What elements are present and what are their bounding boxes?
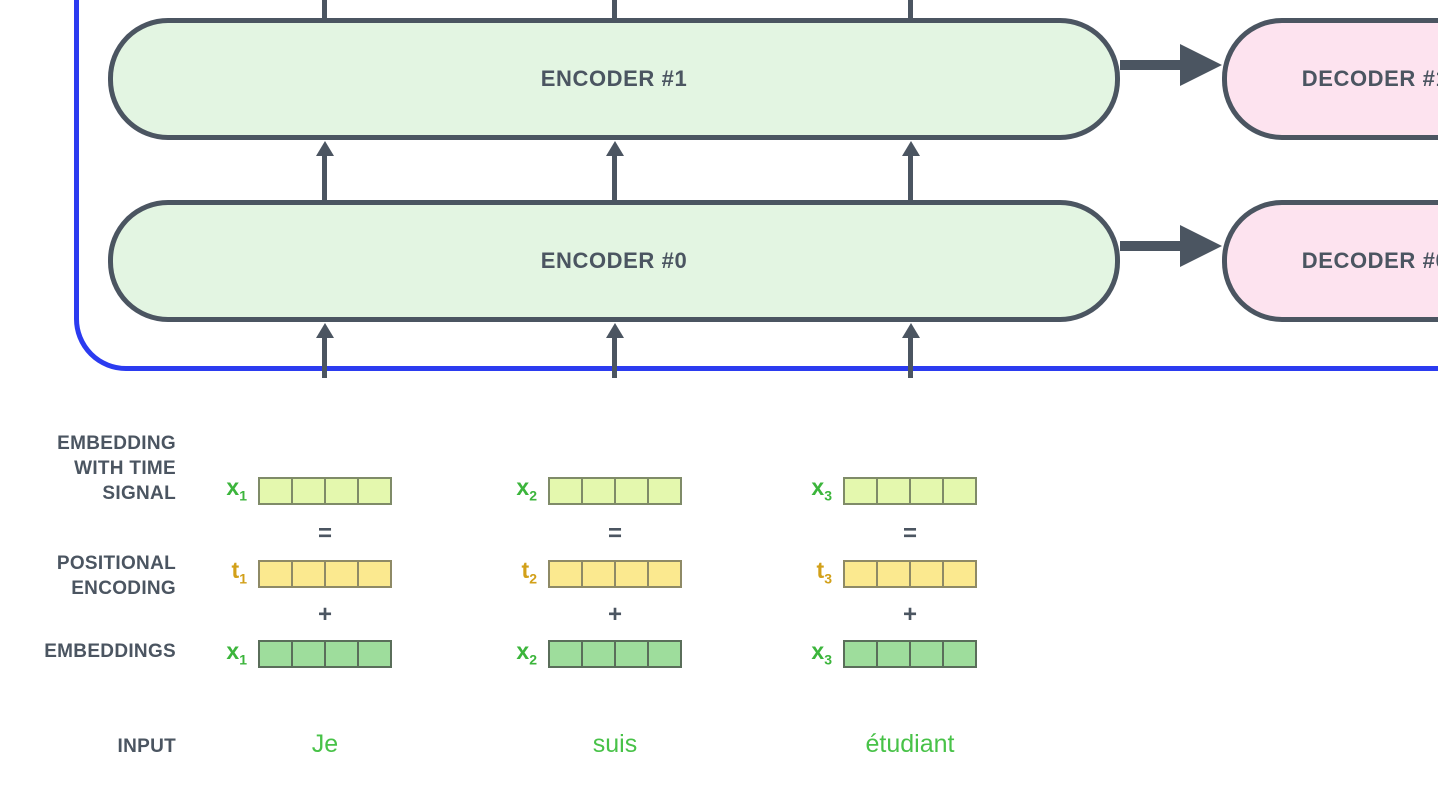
up-arrow-icon [902, 323, 920, 338]
time-signal-row-label: EMBEDDING WITH TIME SIGNAL [57, 433, 176, 504]
embedding-vector-label: x3 [811, 638, 832, 668]
vector-cell [845, 479, 876, 503]
vector-cell [909, 562, 942, 586]
equals-operator: = [902, 520, 917, 547]
time-signal-vector-label: x1 [226, 474, 247, 504]
input-row-label: INPUT [117, 736, 176, 757]
encoder-1-block: ENCODER #1 [108, 18, 1120, 140]
encoder-to-decoder-arrow-icon [1120, 60, 1184, 70]
up-arrow-icon [316, 141, 334, 156]
positional-encoding-vector [843, 560, 977, 588]
input-word: Je [311, 730, 339, 758]
up-connector-line [322, 0, 327, 20]
up-arrow-icon [316, 323, 334, 338]
vector-cell [876, 479, 909, 503]
positional-vector-label: t2 [521, 557, 537, 587]
vector-cell [942, 562, 975, 586]
encoder-1-label: ENCODER #1 [540, 66, 688, 91]
up-arrow-icon [902, 141, 920, 156]
encoder-to-decoder-arrow-icon [1120, 241, 1184, 251]
vector-cell [942, 479, 975, 503]
up-arrow-shaft [322, 151, 327, 200]
time-signal-vector-label: x3 [811, 474, 832, 504]
embedding-vector [548, 640, 682, 668]
positional-vector-label: t1 [231, 557, 247, 587]
plus-operator: + [607, 601, 622, 628]
up-arrow-shaft [612, 151, 617, 200]
embedding-vector-label: x1 [226, 638, 247, 668]
vector-cell [876, 562, 909, 586]
vector-cell [942, 642, 975, 666]
vector-cell [260, 562, 291, 586]
decoder-1-label: DECODER #1 [1301, 66, 1438, 91]
vector-cell [291, 642, 324, 666]
time-signal-vector [548, 477, 682, 505]
input-word: étudiant [865, 730, 955, 758]
positional-encoding-vector [258, 560, 392, 588]
encoder-0-label: ENCODER #0 [540, 248, 688, 273]
embedding-vector [843, 640, 977, 668]
vector-cell [260, 479, 291, 503]
vector-cell [909, 642, 942, 666]
plus-operator: + [902, 601, 917, 628]
vector-cell [614, 479, 647, 503]
vector-cell [909, 479, 942, 503]
vector-cell [876, 642, 909, 666]
vector-cell [357, 562, 390, 586]
equals-operator: = [317, 520, 332, 547]
vector-cell [581, 562, 614, 586]
encoder-to-decoder-arrowhead-icon [1180, 225, 1222, 267]
up-arrow-shaft [322, 333, 327, 378]
decoder-0-label: DECODER #0 [1301, 248, 1438, 273]
positional-encoding-vector [548, 560, 682, 588]
vector-cell [647, 479, 680, 503]
vector-cell [357, 479, 390, 503]
vector-cell [614, 562, 647, 586]
vector-cell [845, 562, 876, 586]
vector-cell [550, 479, 581, 503]
vector-cell [291, 479, 324, 503]
embedding-vector [258, 640, 392, 668]
positional-vector-label: t3 [816, 557, 832, 587]
plus-operator: + [317, 601, 332, 628]
up-arrow-shaft [908, 151, 913, 200]
vector-cell [550, 642, 581, 666]
up-arrow-icon [606, 141, 624, 156]
time-signal-vector [258, 477, 392, 505]
input-word: suis [592, 730, 638, 758]
vector-cell [260, 642, 291, 666]
vector-cell [614, 642, 647, 666]
vector-cell [324, 562, 357, 586]
up-arrow-shaft [612, 333, 617, 378]
vector-cell [324, 479, 357, 503]
up-arrow-icon [606, 323, 624, 338]
vector-cell [581, 642, 614, 666]
decoder-1-block: DECODER #1 [1222, 18, 1438, 140]
time-signal-vector-label: x2 [516, 474, 537, 504]
vector-cell [647, 562, 680, 586]
vector-cell [647, 642, 680, 666]
up-connector-line [612, 0, 617, 20]
time-signal-vector [843, 477, 977, 505]
positional-encoding-row-label: POSITIONAL ENCODING [56, 553, 176, 599]
vector-cell [845, 642, 876, 666]
up-arrow-shaft [908, 333, 913, 378]
vector-cell [357, 642, 390, 666]
up-connector-line [908, 0, 913, 20]
encoder-0-block: ENCODER #0 [108, 200, 1120, 322]
input-section-frame [74, 0, 1438, 371]
vector-cell [581, 479, 614, 503]
encoder-to-decoder-arrowhead-icon [1180, 44, 1222, 86]
vector-cell [324, 642, 357, 666]
embedding-vector-label: x2 [516, 638, 537, 668]
embeddings-row-label: EMBEDDINGS [44, 641, 176, 662]
decoder-0-block: DECODER #0 [1222, 200, 1438, 322]
vector-cell [550, 562, 581, 586]
equals-operator: = [607, 520, 622, 547]
vector-cell [291, 562, 324, 586]
